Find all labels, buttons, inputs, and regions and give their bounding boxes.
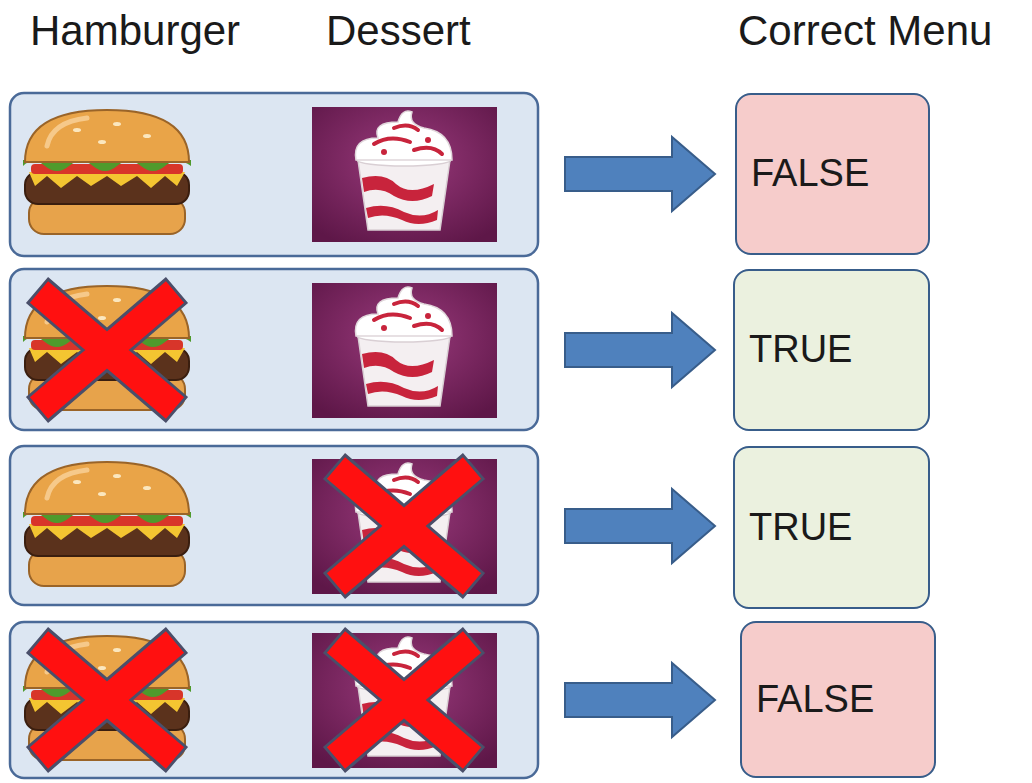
- column-header: Dessert: [326, 10, 471, 52]
- cross-mark: [37, 290, 177, 410]
- dessert-icon: [312, 107, 497, 242]
- row-box: [10, 446, 538, 605]
- column-header: Hamburger: [30, 10, 240, 52]
- block-arrow: [565, 489, 715, 563]
- block-arrow: [565, 137, 715, 211]
- hamburger-icon: [23, 286, 191, 410]
- column-header: Correct Menu: [738, 10, 992, 52]
- row-box: [10, 93, 538, 256]
- cross-mark: [334, 466, 474, 586]
- hamburger-icon: [23, 462, 191, 586]
- result-text: TRUE: [749, 329, 852, 371]
- block-arrow: [565, 663, 715, 737]
- row-box: [10, 622, 538, 778]
- result-text: TRUE: [749, 507, 852, 549]
- dessert-icon: [312, 459, 497, 594]
- hamburger-icon: [23, 110, 191, 234]
- result-text: FALSE: [751, 153, 869, 195]
- block-arrow: [565, 313, 715, 387]
- cross-mark: [334, 640, 474, 760]
- hamburger-icon: [23, 636, 191, 760]
- result-box: TRUE: [733, 446, 930, 609]
- row-box: [10, 269, 538, 430]
- result-box: FALSE: [735, 93, 930, 255]
- result-box: FALSE: [740, 621, 936, 778]
- dessert-icon: [312, 283, 497, 418]
- cross-mark: [37, 640, 177, 760]
- result-text: FALSE: [756, 679, 874, 721]
- dessert-icon: [312, 633, 497, 768]
- result-box: TRUE: [733, 269, 930, 431]
